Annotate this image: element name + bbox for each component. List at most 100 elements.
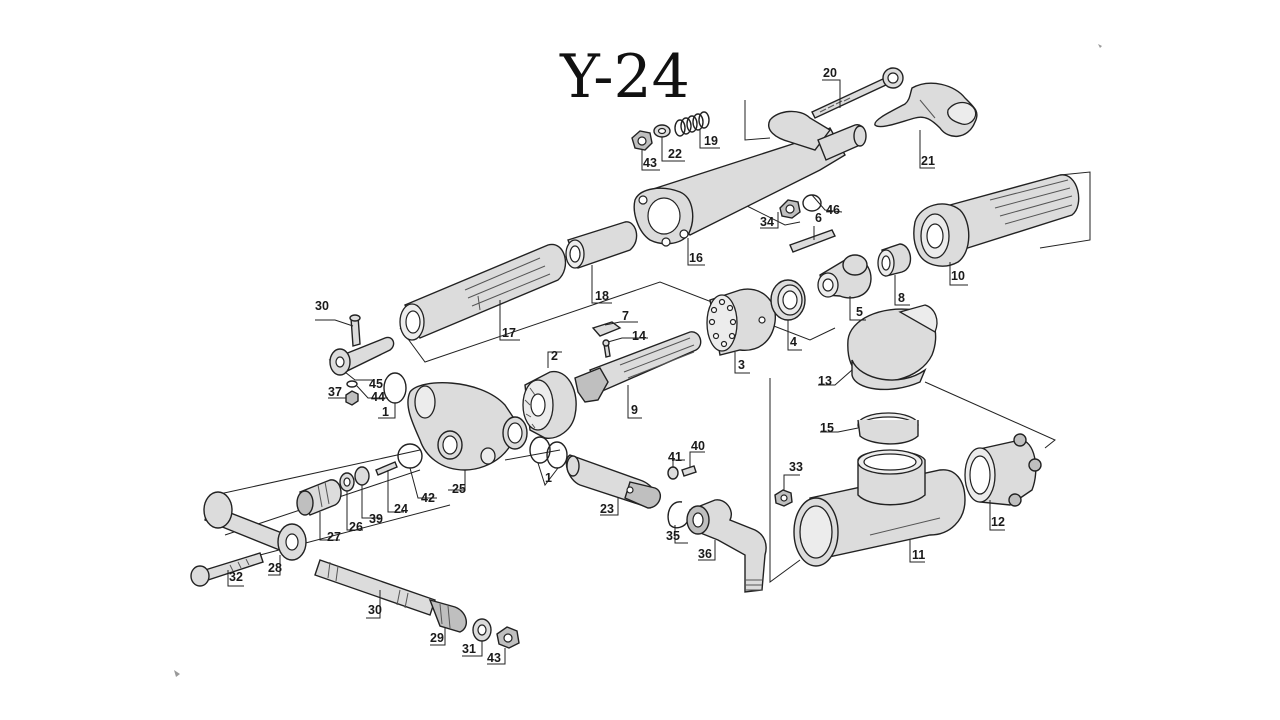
- label-20: 20: [822, 66, 841, 108]
- label-15: 15: [820, 421, 859, 435]
- assembly-lines: [214, 100, 1091, 583]
- label-3: 3: [734, 352, 750, 374]
- label-25-text: 25: [452, 482, 466, 496]
- part-12-flange: [964, 433, 1042, 507]
- label-26-text: 26: [349, 520, 363, 534]
- label-46: 46: [811, 194, 843, 217]
- label-27-text: 27: [327, 530, 341, 544]
- label-32-text: 32: [229, 570, 243, 584]
- label-40-text: 40: [691, 439, 705, 453]
- label-22-text: 22: [668, 147, 682, 161]
- part-44-washer: [346, 380, 358, 388]
- label-34-text: 34: [760, 215, 774, 229]
- part-39-nut: [354, 466, 370, 486]
- label-40: 40: [689, 439, 705, 467]
- label-43-lower: 43: [487, 648, 506, 665]
- label-15-text: 15: [820, 421, 834, 435]
- part-32-screw: [190, 552, 264, 587]
- label-24: 24: [387, 470, 408, 516]
- part-31-washer: [472, 618, 492, 642]
- label-33-text: 33: [789, 460, 803, 474]
- label-45: 45: [344, 371, 383, 391]
- part-15-clamp-band: [857, 412, 919, 445]
- part-13-front-cap: [847, 304, 938, 391]
- label-7-text: 7: [622, 309, 629, 323]
- label-6: 6: [813, 211, 822, 240]
- part-11-front-head: [793, 449, 966, 567]
- label-31-text: 31: [462, 642, 476, 656]
- label-37: 37: [328, 385, 346, 399]
- part-28-handle-bar: [203, 491, 307, 561]
- label-34: 34: [760, 212, 779, 229]
- label-1-pair: 1: [537, 462, 559, 487]
- label-36: 36: [698, 540, 716, 561]
- part-41-plug: [667, 466, 679, 480]
- part-9-rifle-bar: [574, 331, 702, 403]
- label-44-text: 44: [371, 390, 385, 404]
- label-25: 25: [448, 470, 466, 496]
- label-1-left: 1: [378, 403, 396, 419]
- part-6-pin: [789, 229, 836, 253]
- label-4: 4: [787, 320, 802, 351]
- label-10: 10: [949, 262, 968, 286]
- label-6-text: 6: [815, 211, 822, 225]
- label-16-text: 16: [689, 251, 703, 265]
- part-30-shaft: [314, 559, 436, 616]
- label-30-lower-text: 30: [368, 603, 382, 617]
- label-23: 23: [600, 498, 619, 516]
- label-46-text: 46: [826, 203, 840, 217]
- part-33-nut: [774, 489, 793, 507]
- part-16-cylinder: [633, 110, 867, 247]
- diagram-title: Y-24: [559, 42, 690, 112]
- label-2-text: 2: [551, 349, 558, 363]
- label-29-text: 29: [430, 631, 444, 645]
- label-7: 7: [604, 309, 638, 326]
- part-29-nut: [428, 598, 467, 633]
- label-36-text: 36: [698, 547, 712, 561]
- label-45-text: 45: [369, 377, 383, 391]
- part-30-small-bolt: [349, 314, 361, 347]
- part-1-o-ring-pair: [529, 436, 568, 469]
- part-42-o-ring: [397, 443, 423, 469]
- label-39-text: 39: [369, 512, 383, 526]
- label-8-text: 8: [898, 291, 905, 305]
- part-26-washer: [339, 472, 355, 492]
- label-43-upper-text: 43: [643, 156, 657, 170]
- part-25-back-head: [407, 382, 528, 471]
- part-27-plug: [296, 479, 342, 516]
- label-42: 42: [409, 467, 437, 505]
- label-37-text: 37: [328, 385, 342, 399]
- label-9: 9: [627, 385, 642, 419]
- part-35-circlip: [667, 501, 689, 529]
- label-35-text: 35: [666, 529, 680, 543]
- part-5-pawl: [817, 254, 872, 299]
- part-19-spring: [674, 111, 710, 137]
- corner-mark-top-right: [1098, 44, 1102, 48]
- label-32: 32: [227, 570, 244, 587]
- label-5: 5: [849, 296, 866, 321]
- label-31: 31: [462, 641, 483, 657]
- part-3-valve-block: [706, 288, 776, 356]
- part-10-chuck: [913, 174, 1080, 267]
- part-17-long-cylinder: [399, 243, 567, 341]
- part-2-rifle-nut: [522, 370, 577, 439]
- label-14: 14: [607, 329, 648, 343]
- label-23-text: 23: [600, 502, 614, 516]
- label-19-text: 19: [704, 134, 718, 148]
- label-16: 16: [687, 238, 705, 266]
- part-4-bushing: [770, 279, 806, 321]
- label-41-text: 41: [668, 450, 682, 464]
- label-27: 27: [319, 512, 341, 544]
- label-30-lower: 30: [366, 590, 382, 619]
- label-30-upper-text: 30: [315, 299, 329, 313]
- label-29: 29: [430, 628, 446, 646]
- label-3-text: 3: [738, 358, 745, 372]
- label-2: 2: [547, 349, 562, 368]
- label-35: 35: [666, 525, 688, 544]
- label-11: 11: [909, 540, 925, 563]
- label-39: 39: [361, 485, 383, 526]
- label-22: 22: [661, 137, 685, 162]
- label-4-text: 4: [790, 335, 797, 349]
- part-43-nut-upper: [631, 130, 653, 151]
- label-12: 12: [989, 500, 1005, 531]
